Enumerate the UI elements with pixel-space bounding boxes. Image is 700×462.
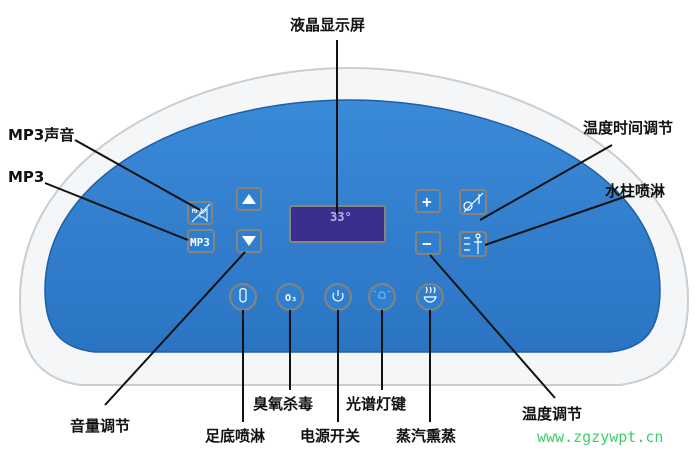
label-spectrum-light: 光谱灯键 bbox=[346, 395, 407, 413]
clock-thermometer-icon bbox=[463, 201, 473, 211]
arrow-up-icon bbox=[242, 194, 256, 204]
label-lcd: 液晶显示屏 bbox=[290, 16, 366, 34]
speaker-mute-icon bbox=[191, 203, 211, 223]
foot-icon bbox=[239, 287, 247, 303]
power-button[interactable] bbox=[324, 283, 352, 311]
label-temp-time-adjust: 温度时间调节 bbox=[583, 119, 674, 137]
steam-icon bbox=[423, 286, 437, 303]
water-column-button[interactable] bbox=[459, 231, 487, 257]
label-ozone: 臭氧杀毒 bbox=[253, 395, 314, 413]
watermark: www.zgzywpt.cn bbox=[537, 428, 664, 446]
minus-button[interactable] bbox=[415, 231, 441, 255]
person-shower-icon bbox=[464, 237, 482, 254]
minus-text: − bbox=[422, 234, 432, 253]
plus-text: + bbox=[422, 192, 432, 211]
leader-lines bbox=[44, 40, 631, 422]
label-temp-adjust: 温度调节 bbox=[522, 405, 583, 423]
label-power: 电源开关 bbox=[300, 427, 361, 445]
label-mp3: MP3 bbox=[8, 168, 45, 186]
mp3-button-text: MP3 bbox=[190, 236, 210, 249]
ozone-text: O₃ bbox=[285, 293, 297, 304]
power-icon bbox=[332, 290, 344, 302]
label-water-column: 水柱喷淋 bbox=[605, 182, 666, 200]
label-volume: 音量调节 bbox=[70, 417, 131, 435]
mp3-small-text: MP3 bbox=[192, 208, 203, 215]
label-mp3-sound: MP3声音 bbox=[8, 126, 75, 144]
arrow-down-icon bbox=[242, 236, 256, 246]
label-foot-spray: 足底喷淋 bbox=[205, 427, 266, 445]
label-steam: 蒸汽熏蒸 bbox=[396, 427, 457, 445]
mp3-button[interactable] bbox=[187, 229, 215, 253]
plus-button[interactable] bbox=[415, 189, 441, 213]
spectrum-light-button[interactable] bbox=[368, 283, 396, 311]
lcd-reading: 33° bbox=[330, 210, 352, 224]
lightbulb-icon bbox=[373, 290, 391, 299]
